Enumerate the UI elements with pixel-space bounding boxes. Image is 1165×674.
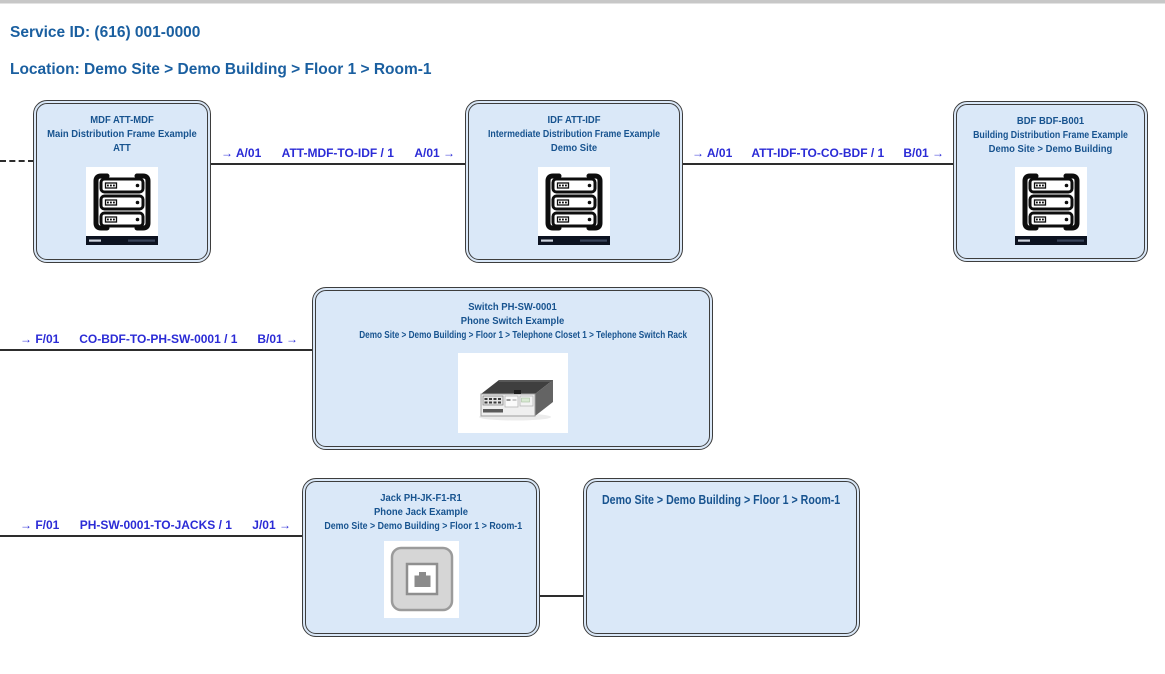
wire-stub-left: [0, 160, 34, 162]
connection-switch-jack: → F/01 PH-SW-0001-TO-JACKS / 1 J/01 →: [0, 517, 302, 533]
port-label-in: B/01 →: [903, 146, 944, 160]
node-room[interactable]: Demo Site > Demo Building > Floor 1 > Ro…: [583, 478, 860, 637]
node-title: Jack PH-JK-F1-R1: [380, 492, 462, 504]
cable-link-att-idf-to-co-bdf[interactable]: ATT-IDF-TO-CO-BDF / 1: [751, 146, 885, 160]
port-label-out: → A/01: [221, 146, 262, 160]
node-description: Phone Jack Example: [373, 506, 469, 518]
location-heading: Location: Demo Site > Demo Building > Fl…: [10, 61, 432, 78]
node-title: BDF BDF-B001: [1016, 115, 1085, 127]
wire-idf-to-bdf: [683, 163, 953, 165]
connection-idf-bdf: → A/01 ATT-IDF-TO-CO-BDF / 1 B/01 →: [683, 145, 953, 161]
node-description: Phone Switch Example: [460, 315, 565, 327]
port-label-out: → A/01: [692, 146, 733, 160]
wire-edge-to-jack: [0, 535, 302, 537]
node-title: MDF ATT-MDF: [90, 114, 154, 126]
node-description: Intermediate Distribution Frame Example: [487, 128, 661, 140]
phone-switch-icon: [457, 353, 568, 433]
port-label-out: → F/01: [20, 332, 60, 346]
service-id-heading: Service ID: (616) 001-0000: [10, 24, 201, 41]
node-mdf[interactable]: MDF ATT-MDF Main Distribution Frame Exam…: [33, 100, 211, 263]
node-title: IDF ATT-IDF: [547, 114, 601, 126]
cable-link-att-mdf-to-idf[interactable]: ATT-MDF-TO-IDF / 1: [281, 146, 394, 160]
rack-icon: [538, 167, 610, 245]
node-idf-text: IDF ATT-IDF Intermediate Distribution Fr…: [469, 113, 679, 155]
wire-jack-to-room: [540, 595, 583, 597]
node-location: Demo Site > Demo Building: [988, 143, 1113, 155]
port-label-in: B/01 →: [257, 332, 298, 346]
rack-icon: [1014, 167, 1087, 245]
port-label-in: A/01 →: [414, 146, 455, 160]
wire-edge-to-switch: [0, 349, 312, 351]
node-jack-text: Jack PH-JK-F1-R1 Phone Jack Example Demo…: [306, 491, 536, 533]
node-switch-text: Switch PH-SW-0001 Phone Switch Example D…: [316, 300, 709, 342]
node-location: Demo Site: [550, 142, 598, 154]
cable-link-ph-sw-to-jacks[interactable]: PH-SW-0001-TO-JACKS / 1: [79, 518, 232, 532]
node-description: Main Distribution Frame Example: [47, 128, 197, 140]
cable-link-co-bdf-to-ph-sw[interactable]: CO-BDF-TO-PH-SW-0001 / 1: [79, 332, 238, 346]
room-path-label: Demo Site > Demo Building > Floor 1 > Ro…: [602, 493, 841, 507]
connection-bdf-switch: → F/01 CO-BDF-TO-PH-SW-0001 / 1 B/01 →: [0, 331, 312, 347]
node-description: Building Distribution Frame Example: [973, 129, 1128, 141]
node-location: ATT: [113, 142, 131, 154]
top-divider: [0, 0, 1165, 4]
node-idf[interactable]: IDF ATT-IDF Intermediate Distribution Fr…: [465, 100, 683, 263]
node-bdf-text: BDF BDF-B001 Building Distribution Frame…: [957, 114, 1144, 156]
connection-mdf-idf: → A/01 ATT-MDF-TO-IDF / 1 A/01 →: [211, 145, 465, 161]
wire-mdf-to-idf: [211, 163, 465, 165]
node-bdf[interactable]: BDF BDF-B001 Building Distribution Frame…: [953, 101, 1148, 262]
node-title: Switch PH-SW-0001: [468, 301, 557, 313]
phone-jack-icon: [383, 541, 459, 618]
node-location: Demo Site > Demo Building > Floor 1 > Te…: [359, 329, 688, 341]
port-label-out: → F/01: [20, 518, 60, 532]
node-switch[interactable]: Switch PH-SW-0001 Phone Switch Example D…: [312, 287, 713, 450]
node-location: Demo Site > Demo Building > Floor 1 > Ro…: [324, 520, 523, 532]
node-mdf-text: MDF ATT-MDF Main Distribution Frame Exam…: [37, 113, 207, 155]
rack-icon: [86, 167, 158, 245]
node-jack[interactable]: Jack PH-JK-F1-R1 Phone Jack Example Demo…: [302, 478, 540, 637]
port-label-in: J/01 →: [252, 518, 291, 532]
